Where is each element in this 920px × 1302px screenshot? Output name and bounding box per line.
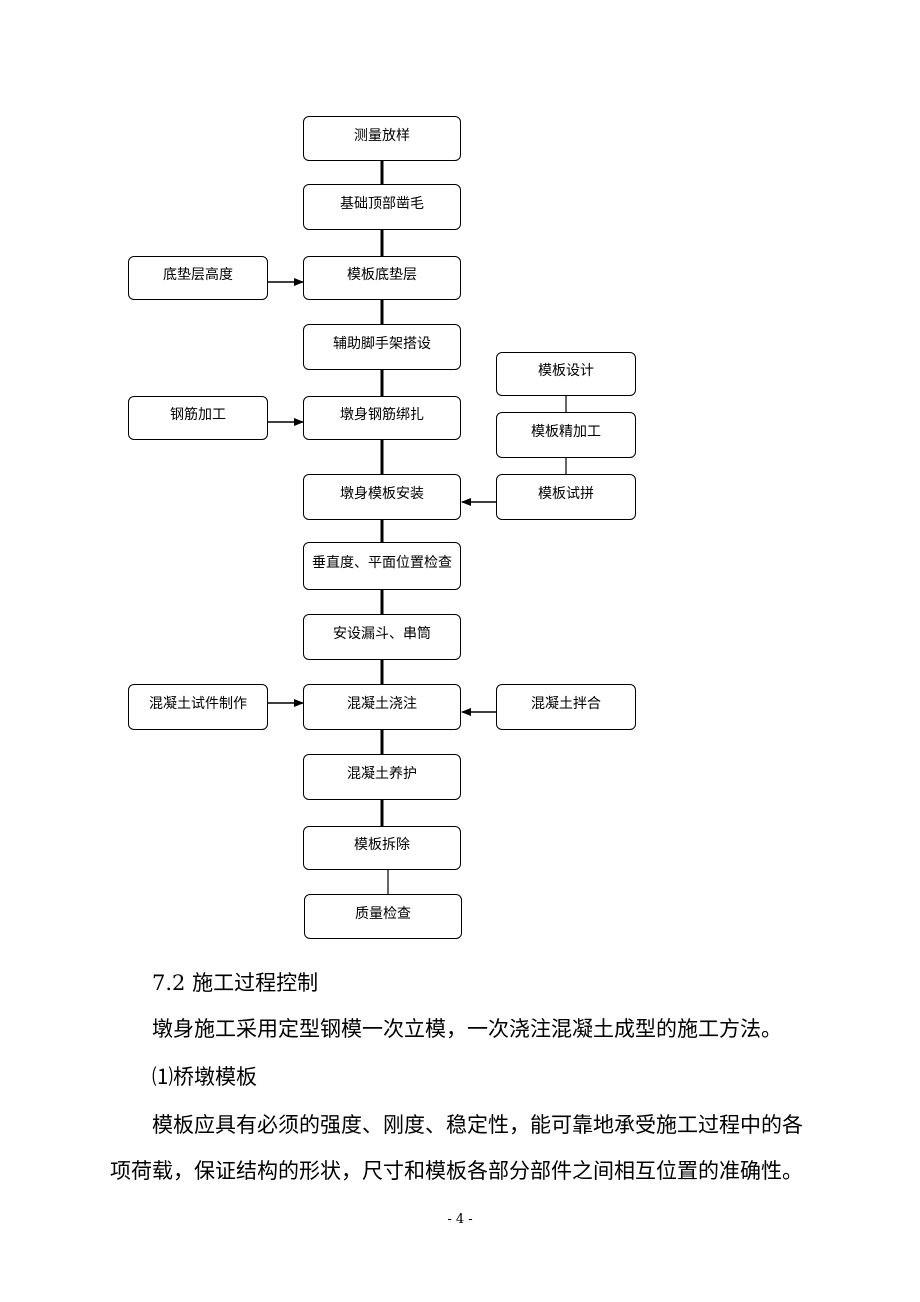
- right-input-arrows: [461, 498, 496, 716]
- input-bedding-height: 底垫层高度: [128, 256, 268, 300]
- step-pier-formwork-install: 墩身模板安装: [303, 474, 461, 520]
- step-formwork-removal: 模板拆除: [303, 826, 461, 870]
- input-concrete-specimen: 混凝土试件制作: [128, 684, 268, 730]
- left-input-arrows: [268, 278, 304, 707]
- right-formwork-design: 模板设计: [496, 352, 636, 396]
- input-rebar-processing: 钢筋加工: [128, 396, 268, 440]
- step-install-funnel: 安设漏斗、串筒: [303, 614, 461, 660]
- flowchart: 测量放样 基础顶部凿毛 模板底垫层 辅助脚手架搭设 墩身钢筋绑扎 墩身模板安装 …: [128, 116, 636, 939]
- paragraph-formwork-requirements-line1: 模板应具有必须的强度、刚度、稳定性，能可靠地承受施工过程中的各: [152, 1113, 803, 1137]
- section-heading: 7.2 施工过程控制: [152, 971, 319, 995]
- page-number: - 4 -: [447, 1212, 473, 1227]
- step-quality-inspection: 质量检查: [304, 894, 462, 939]
- step-foundation-chiseling: 基础顶部凿毛: [303, 184, 461, 230]
- paragraph-construction-method: 墩身施工采用定型钢模一次立模，一次浇注混凝土成型的施工方法。: [152, 1017, 782, 1041]
- step-verticality-check: 垂直度、平面位置检查: [303, 542, 461, 590]
- step-scaffold-erection: 辅助脚手架搭设: [303, 324, 461, 370]
- right-formwork-trial-assembly: 模板试拼: [496, 474, 636, 520]
- step-pier-rebar-tying: 墩身钢筋绑扎: [303, 396, 461, 440]
- input-concrete-mixing: 混凝土拌合: [496, 684, 636, 730]
- right-formwork-machining: 模板精加工: [496, 412, 636, 458]
- step-formwork-bedding: 模板底垫层: [303, 256, 461, 300]
- subheading-pier-formwork: ⑴桥墩模板: [152, 1065, 257, 1089]
- flowchart-connectors: [268, 161, 567, 894]
- paragraph-formwork-requirements-line2: 项荷载，保证结构的形状，尺寸和模板各部分部件之间相互位置的准确性。: [110, 1159, 803, 1183]
- step-concrete-curing: 混凝土养护: [303, 754, 461, 800]
- step-survey-layout: 测量放样: [303, 116, 461, 161]
- step-concrete-pouring: 混凝土浇注: [303, 684, 461, 730]
